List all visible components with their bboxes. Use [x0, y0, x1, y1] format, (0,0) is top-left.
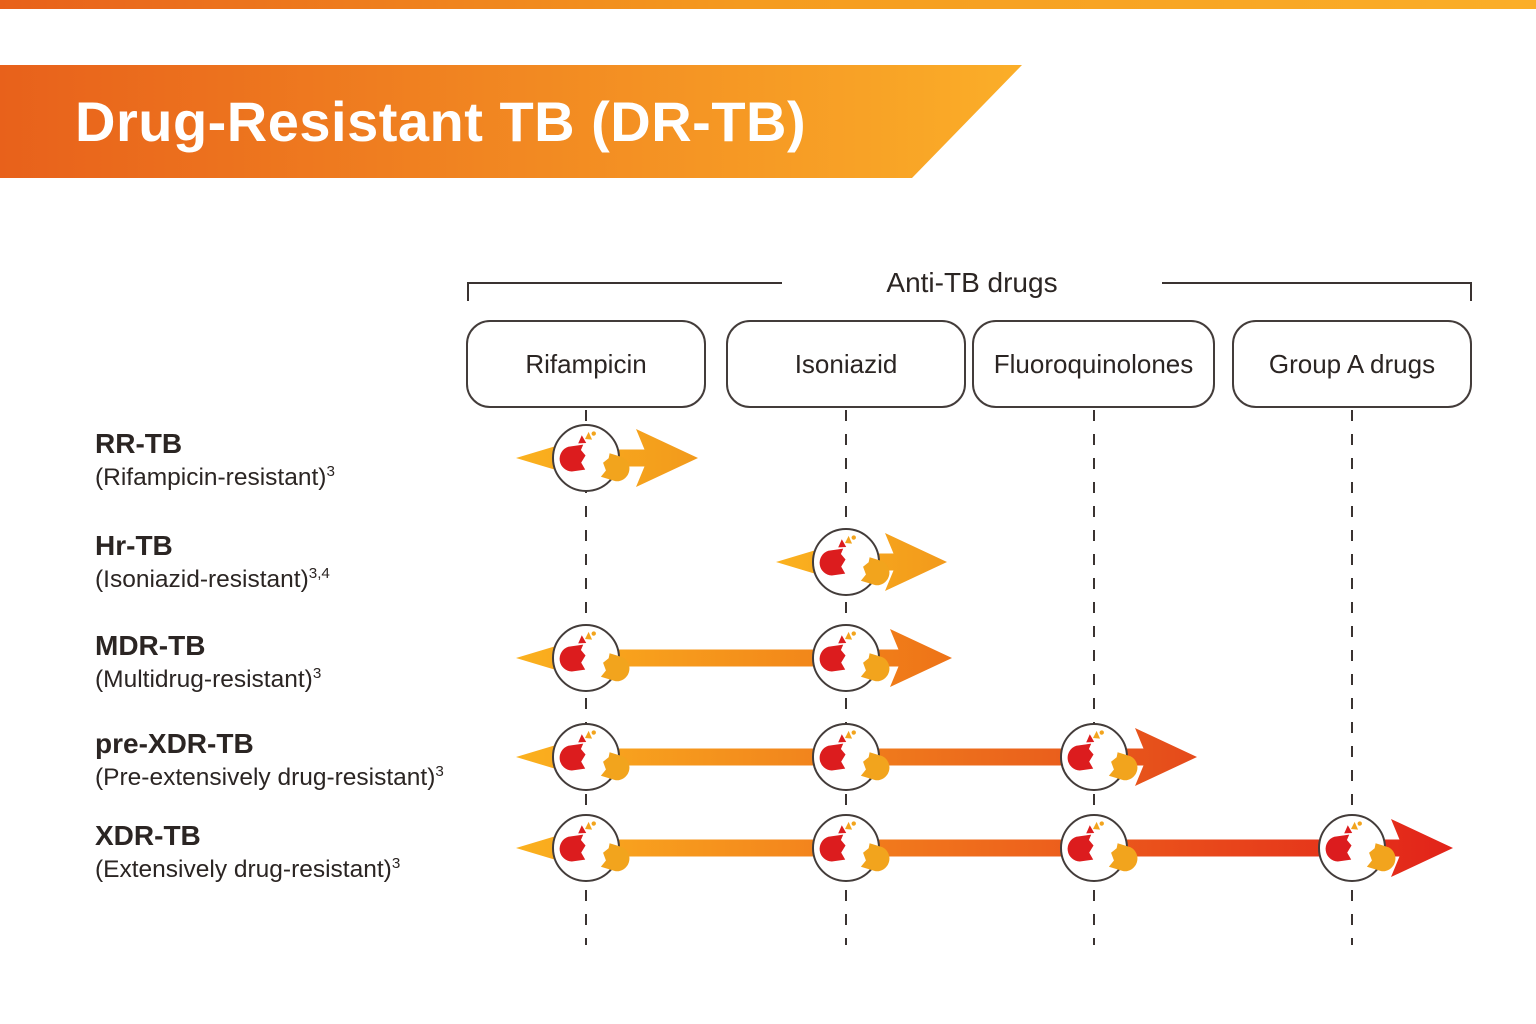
footnote-ref: 3 [435, 762, 444, 780]
row-label-mdr-tb: MDR-TB (Multidrug-resistant)3 [95, 629, 321, 697]
pill-circle [552, 424, 620, 492]
drug-column-isoniazid: Isoniazid [726, 320, 966, 408]
broken-pill-icon [1325, 821, 1396, 872]
bracket-right-line [1162, 282, 1472, 301]
bracket-left-line [467, 282, 782, 301]
tb-type-full: (Multidrug-resistant)3 [95, 664, 322, 693]
pill-circle [1060, 814, 1128, 882]
pill-circle [812, 723, 880, 791]
pill-circle [552, 723, 620, 791]
footnote-ref: 3 [391, 854, 401, 872]
broken-pill-icon [819, 730, 890, 781]
pill-circle [1318, 814, 1386, 882]
resistance-arrow-pre-xdr-tb [516, 723, 1197, 791]
tb-type-full: (Extensively drug-resistant)3 [95, 854, 401, 883]
tb-type-abbr: Hr-TB [95, 530, 173, 561]
broken-pill-icon [819, 631, 890, 682]
top-accent-strip [0, 0, 1536, 9]
tb-type-abbr: pre-XDR-TB [95, 728, 254, 759]
row-label-pre-xdr-tb: pre-XDR-TB (Pre-extensively drug-resista… [95, 727, 444, 795]
broken-pill-icon [559, 821, 630, 872]
page-title: Drug-Resistant TB (DR-TB) [75, 90, 807, 153]
broken-pill-icon [1067, 730, 1138, 781]
resistance-arrow-rr-tb [516, 424, 698, 492]
broken-pill-icon [559, 431, 630, 482]
drug-column-fluoroquinolones: Fluoroquinolones [972, 320, 1215, 408]
broken-pill-icon [819, 821, 890, 872]
header-banner: Drug-Resistant TB (DR-TB) [0, 65, 1022, 178]
resistance-arrow-hr-tb [776, 528, 947, 596]
anti-tb-drugs-label: Anti-TB drugs [886, 267, 1058, 298]
drug-column-group-a-drugs: Group A drugs [1232, 320, 1472, 408]
resistance-arrow-xdr-tb [516, 814, 1453, 882]
row-label-xdr-tb: XDR-TB (Extensively drug-resistant)3 [95, 819, 400, 887]
resistance-arrow-mdr-tb [516, 624, 952, 692]
pill-circle [1060, 723, 1128, 791]
pill-circle [812, 528, 880, 596]
pill-circle [812, 814, 880, 882]
footnote-ref: 3,4 [308, 564, 330, 582]
broken-pill-icon [559, 631, 630, 682]
row-label-hr-tb: Hr-TB (Isoniazid-resistant)3,4 [95, 529, 330, 597]
drug-column-rifampicin: Rifampicin [466, 320, 706, 408]
tb-type-full: (Pre-extensively drug-resistant)3 [95, 762, 444, 791]
broken-pill-icon [559, 730, 630, 781]
broken-pill-icon [1067, 821, 1138, 872]
row-label-rr-tb: RR-TB (Rifampicin-resistant)3 [95, 427, 335, 495]
tb-type-full: (Isoniazid-resistant)3,4 [95, 564, 330, 593]
pill-circle [552, 624, 620, 692]
footnote-ref: 3 [326, 462, 335, 480]
pill-circle [552, 814, 620, 882]
pill-circle [812, 624, 880, 692]
tb-type-abbr: MDR-TB [95, 630, 206, 661]
tb-type-full: (Rifampicin-resistant)3 [95, 462, 335, 491]
broken-pill-icon [819, 535, 890, 586]
tb-type-abbr: XDR-TB [95, 820, 201, 851]
tb-type-abbr: RR-TB [95, 428, 183, 459]
footnote-ref: 3 [312, 664, 322, 682]
